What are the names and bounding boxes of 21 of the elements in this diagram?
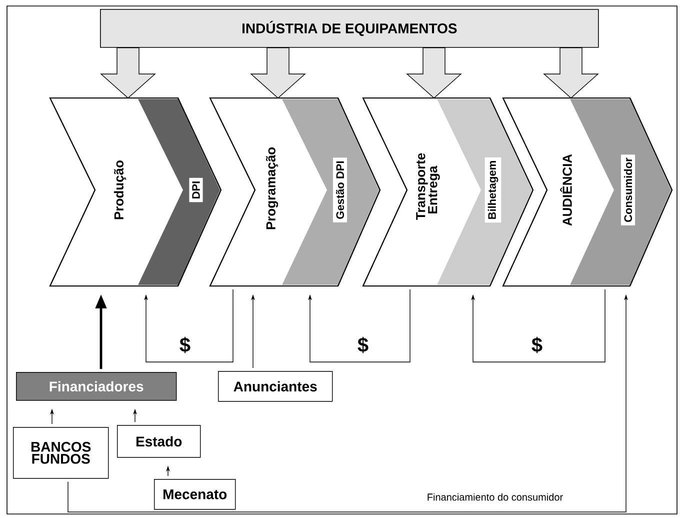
block-arrow bbox=[250, 47, 306, 98]
block-arrow bbox=[543, 47, 599, 98]
block-arrow bbox=[100, 47, 156, 98]
label-box: Gestão DPI bbox=[332, 158, 348, 222]
arrow bbox=[144, 289, 234, 362]
block-arrow bbox=[406, 47, 462, 98]
edge-label: Financiamiento do consumidor bbox=[426, 492, 564, 502]
edge-label: $ bbox=[178, 336, 192, 354]
label-box: Consumidor bbox=[620, 154, 636, 226]
edge-label: $ bbox=[356, 336, 370, 354]
label-box: Financiadores bbox=[16, 372, 177, 401]
label-box: DPI bbox=[189, 178, 203, 202]
arrow bbox=[308, 289, 410, 362]
edge-label: $ bbox=[530, 336, 544, 354]
banner-box: INDÚSTRIA DE EQUIPAMENTOS bbox=[100, 9, 599, 48]
label-box: Anunciantes bbox=[218, 370, 333, 402]
label-box: Bilhetagem bbox=[484, 157, 502, 223]
arrow bbox=[470, 289, 606, 362]
label-box: BANCOS FUNDOS bbox=[13, 426, 109, 479]
label-box: Estado bbox=[117, 424, 201, 458]
label-box: Mecenato bbox=[154, 478, 236, 510]
